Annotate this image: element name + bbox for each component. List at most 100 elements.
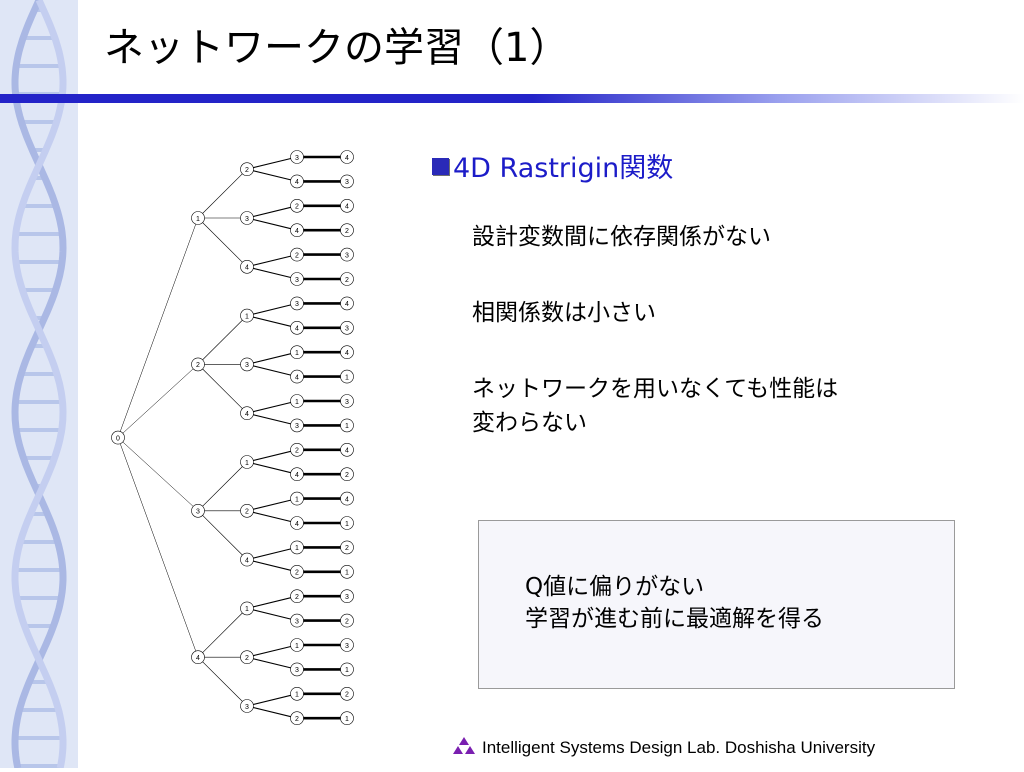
svg-text:1: 1 xyxy=(295,399,299,406)
sidebar-dna-decoration xyxy=(0,0,78,769)
tree-node: 4 xyxy=(340,345,354,359)
section-heading-text: 4D Rastrigin関数 xyxy=(453,153,674,184)
svg-text:3: 3 xyxy=(245,362,249,369)
point-low-correlation: 相関係数は小さい xyxy=(472,300,656,326)
summary-line-optimum-early: 学習が進む前に最適解を得る xyxy=(525,606,824,632)
point-performance-line-1: ネットワークを用いなくても性能は xyxy=(472,376,839,402)
svg-text:4: 4 xyxy=(245,411,249,418)
tree-edge xyxy=(246,595,298,609)
svg-text:3: 3 xyxy=(295,423,299,430)
svg-text:1: 1 xyxy=(295,350,299,357)
svg-text:2: 2 xyxy=(295,448,299,455)
svg-text:4: 4 xyxy=(295,179,299,186)
tree-node: 2 xyxy=(191,357,205,372)
tree-node: 1 xyxy=(290,345,304,359)
svg-text:4: 4 xyxy=(295,472,299,479)
tree-edge xyxy=(246,302,298,317)
svg-text:1: 1 xyxy=(295,692,299,699)
tree-node: 1 xyxy=(340,662,354,677)
tree-edge xyxy=(246,656,298,670)
svg-text:4: 4 xyxy=(295,326,299,333)
svg-text:2: 2 xyxy=(295,594,299,601)
tree-node: 1 xyxy=(340,369,354,384)
tree-edge xyxy=(197,461,248,512)
tree-node: 2 xyxy=(290,564,304,579)
svg-text:1: 1 xyxy=(345,374,349,381)
tree-node: 3 xyxy=(290,418,304,433)
tree-node: 1 xyxy=(191,211,205,225)
tree-node: 1 xyxy=(290,394,304,408)
tree-node: 4 xyxy=(240,552,254,567)
svg-text:3: 3 xyxy=(245,704,249,711)
tree-edge xyxy=(197,315,248,365)
tree-node: 1 xyxy=(340,564,354,579)
svg-text:4: 4 xyxy=(245,265,249,272)
svg-text:2: 2 xyxy=(295,570,299,577)
tree-edge xyxy=(197,510,248,560)
tree-edge xyxy=(246,449,298,463)
tree-edge xyxy=(246,607,298,622)
svg-text:2: 2 xyxy=(245,655,249,662)
tree-node: 2 xyxy=(290,199,304,213)
tree-node: 4 xyxy=(340,296,354,311)
footer: Intelligent Systems Design Lab. Doshisha… xyxy=(452,736,875,758)
tree-node: 4 xyxy=(290,516,304,530)
tree-edge xyxy=(197,364,248,414)
tree-node: 2 xyxy=(290,442,304,457)
tree-edge xyxy=(246,315,298,329)
svg-text:3: 3 xyxy=(345,643,349,650)
tree-node: 1 xyxy=(290,491,304,506)
tree-edge xyxy=(246,546,298,561)
tree-node: 2 xyxy=(340,467,354,482)
dna-helix-graphic xyxy=(11,0,67,769)
svg-text:2: 2 xyxy=(345,277,349,284)
svg-text:3: 3 xyxy=(245,216,249,223)
tree-node: 3 xyxy=(290,613,304,628)
tree-node: 4 xyxy=(290,321,304,335)
tree-edge xyxy=(197,168,248,219)
tree-node: 1 xyxy=(290,540,304,555)
svg-text:4: 4 xyxy=(345,301,349,308)
svg-text:4: 4 xyxy=(196,655,200,662)
tree-edge xyxy=(197,608,248,658)
tree-node: 3 xyxy=(340,638,354,652)
tree-node: 3 xyxy=(290,296,304,311)
tree-node: 2 xyxy=(240,650,254,665)
svg-text:1: 1 xyxy=(295,545,299,552)
tree-edge xyxy=(117,437,199,658)
svg-text:1: 1 xyxy=(295,496,299,503)
svg-text:2: 2 xyxy=(295,204,299,211)
svg-text:4: 4 xyxy=(295,521,299,528)
svg-text:3: 3 xyxy=(295,155,299,162)
svg-text:3: 3 xyxy=(295,667,299,674)
tree-node: 3 xyxy=(240,211,254,225)
svg-text:2: 2 xyxy=(245,509,249,516)
tree-node: 4 xyxy=(191,650,205,665)
tree-node: 2 xyxy=(240,162,254,177)
tree-edge xyxy=(246,559,298,573)
tree-edge xyxy=(246,168,298,182)
tree-node: 3 xyxy=(191,503,205,518)
summary-box: Q値に偏りがない 学習が進む前に最適解を得る xyxy=(478,520,955,689)
title-underline xyxy=(0,94,1024,103)
svg-text:1: 1 xyxy=(245,606,249,613)
summary-box-text: Q値に偏りがない 学習が進む前に最適解を得る xyxy=(525,571,824,635)
svg-text:1: 1 xyxy=(345,667,349,674)
summary-line-unbiased-q: Q値に偏りがない xyxy=(525,574,705,600)
svg-text:3: 3 xyxy=(345,252,349,259)
square-bullet-icon xyxy=(432,158,449,175)
svg-text:4: 4 xyxy=(345,350,349,357)
tree-node: 1 xyxy=(340,418,354,433)
tree-edge xyxy=(246,693,298,707)
tree-node: 4 xyxy=(340,491,354,506)
svg-text:1: 1 xyxy=(345,423,349,430)
point-no-dependency: 設計変数間に依存関係がない xyxy=(472,224,771,250)
svg-text:3: 3 xyxy=(345,594,349,601)
tree-node: 3 xyxy=(340,321,354,335)
tree-node: 3 xyxy=(340,589,354,604)
tree-node: 3 xyxy=(340,247,354,262)
tree-node: 2 xyxy=(240,503,254,518)
tree-node: 3 xyxy=(240,357,254,372)
tree-edge xyxy=(197,656,248,707)
